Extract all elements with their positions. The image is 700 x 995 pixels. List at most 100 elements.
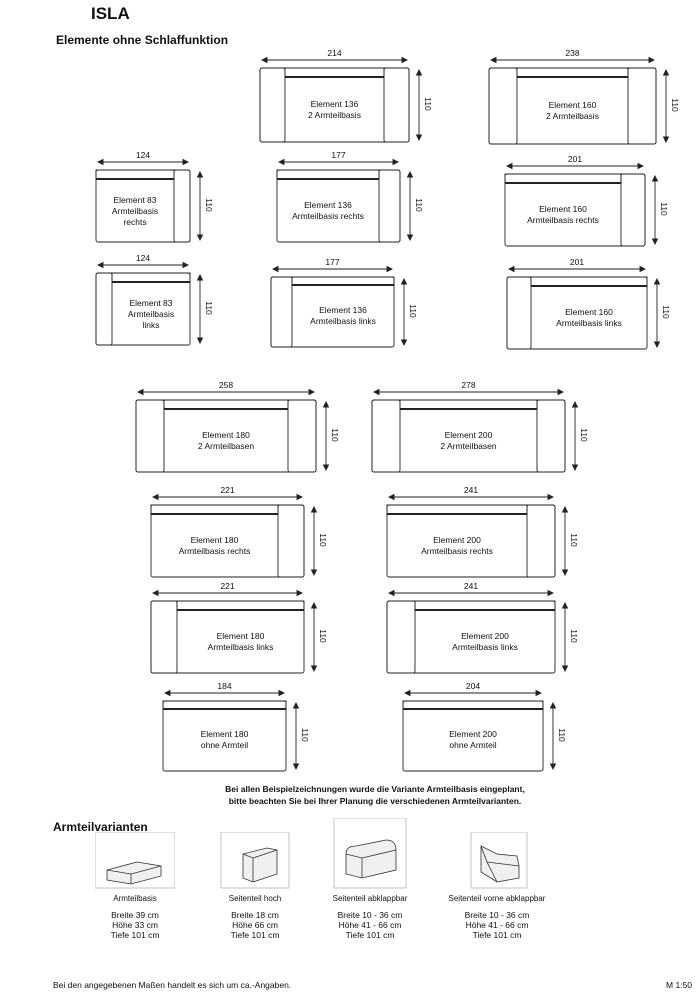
depth-label: 110 xyxy=(578,428,589,442)
backrest xyxy=(530,276,648,287)
sofa-drawing xyxy=(162,689,300,772)
variant-seitenteil-hoch: Seitenteil hoch Breite 18 cm Höhe 66 cm … xyxy=(195,831,315,940)
armrest-right xyxy=(383,67,410,143)
width-label: 201 xyxy=(567,154,583,164)
variant-depth: Tiefe 101 cm xyxy=(230,930,280,940)
armrest-left xyxy=(488,67,518,145)
depth-label: 110 xyxy=(203,301,214,315)
variants-title: Armteilvarianten xyxy=(53,820,148,834)
width-label: 221 xyxy=(220,485,235,495)
armrest-right xyxy=(287,399,317,473)
element-description: ohne Armteil xyxy=(449,740,497,750)
depth-label: 110 xyxy=(658,202,669,216)
element-name: Element 180 xyxy=(216,630,265,641)
variant-width: Breite 10 - 36 cm xyxy=(464,910,530,920)
sofa-drawing xyxy=(276,158,414,243)
element-name: Element 160 xyxy=(565,306,613,317)
armrest-foldable-icon xyxy=(330,817,410,892)
depth-label: 110 xyxy=(556,728,567,742)
width-label: 124 xyxy=(135,150,151,160)
element-description: Armteilbasis rechts xyxy=(527,214,599,225)
armrest-right xyxy=(173,169,191,243)
armrest-front-foldable-icon xyxy=(457,831,537,892)
element-name: Element 200 xyxy=(461,630,509,641)
armrest-left xyxy=(150,600,178,674)
backrest xyxy=(291,276,395,286)
variant-name: Seitenteil abklappbar xyxy=(332,894,408,903)
variant-height: Höhe 41 - 66 cm xyxy=(465,920,529,930)
armrest-right xyxy=(627,67,657,145)
depth-label: 110 xyxy=(422,97,433,111)
element-name: Element 136 xyxy=(319,305,367,315)
variant-armteilbasis: Armteilbasis Breite 39 cm Höhe 33 cm Tie… xyxy=(75,831,195,940)
element-name: Element 200 xyxy=(444,429,493,440)
armrest-left xyxy=(506,276,532,350)
element-description: Armteilbasis xyxy=(111,205,159,216)
backrest xyxy=(176,600,305,611)
sofa-drawing xyxy=(504,162,659,247)
footer-note: Bei den angegebenen Maßen handelt es sic… xyxy=(53,980,292,990)
armrest-left xyxy=(95,272,113,346)
armrest-right xyxy=(620,173,646,247)
variant-name: Seitenteil vorne abklappbar xyxy=(448,894,546,903)
sofa-drawing xyxy=(402,689,557,772)
width-label: 184 xyxy=(217,681,232,691)
sofa-drawing xyxy=(386,493,569,578)
width-label: 238 xyxy=(565,48,580,58)
element-description: Armteilbasis links xyxy=(310,316,376,326)
variant-depth: Tiefe 101 cm xyxy=(110,930,160,940)
variant-width: Breite 39 cm xyxy=(111,910,159,920)
element-description: 2 Armteilbasis xyxy=(308,109,361,120)
sofa-drawing xyxy=(488,56,670,145)
variant-seitenteil-vorne-abklappbar: Seitenteil vorne abklappbar Breite 10 - … xyxy=(437,831,557,940)
element-description: Armteilbasis rechts xyxy=(292,210,364,221)
armrest-high-icon xyxy=(215,831,295,892)
armrest-right xyxy=(536,399,566,473)
backrest xyxy=(111,272,191,283)
element-name: Element 160 xyxy=(548,99,597,110)
depth-label: 110 xyxy=(660,305,671,319)
backrest xyxy=(516,67,629,78)
armrest-left xyxy=(371,399,401,473)
depth-label: 110 xyxy=(317,533,328,547)
depth-label: 110 xyxy=(203,198,214,212)
depth-label: 110 xyxy=(568,533,579,547)
backrest xyxy=(399,399,538,410)
width-label: 221 xyxy=(220,581,235,591)
variant-height: Höhe 66 cm xyxy=(232,920,278,930)
page-title: ISLA xyxy=(91,4,130,23)
sofa-drawing xyxy=(506,265,661,350)
depth-label: 110 xyxy=(299,728,310,742)
armrest-left xyxy=(259,67,286,143)
backrest xyxy=(504,173,622,184)
element-name: Element 83 xyxy=(129,297,173,308)
element-name: Element 160 xyxy=(539,203,587,214)
depth-label: 110 xyxy=(413,198,424,212)
depth-label: 110 xyxy=(568,629,579,643)
element-description: Armteilbasis rechts xyxy=(178,545,251,556)
backrest xyxy=(162,700,287,710)
sofa-drawing xyxy=(135,388,330,473)
variant-depth: Tiefe 101 cm xyxy=(472,930,522,940)
backrest xyxy=(284,67,385,78)
